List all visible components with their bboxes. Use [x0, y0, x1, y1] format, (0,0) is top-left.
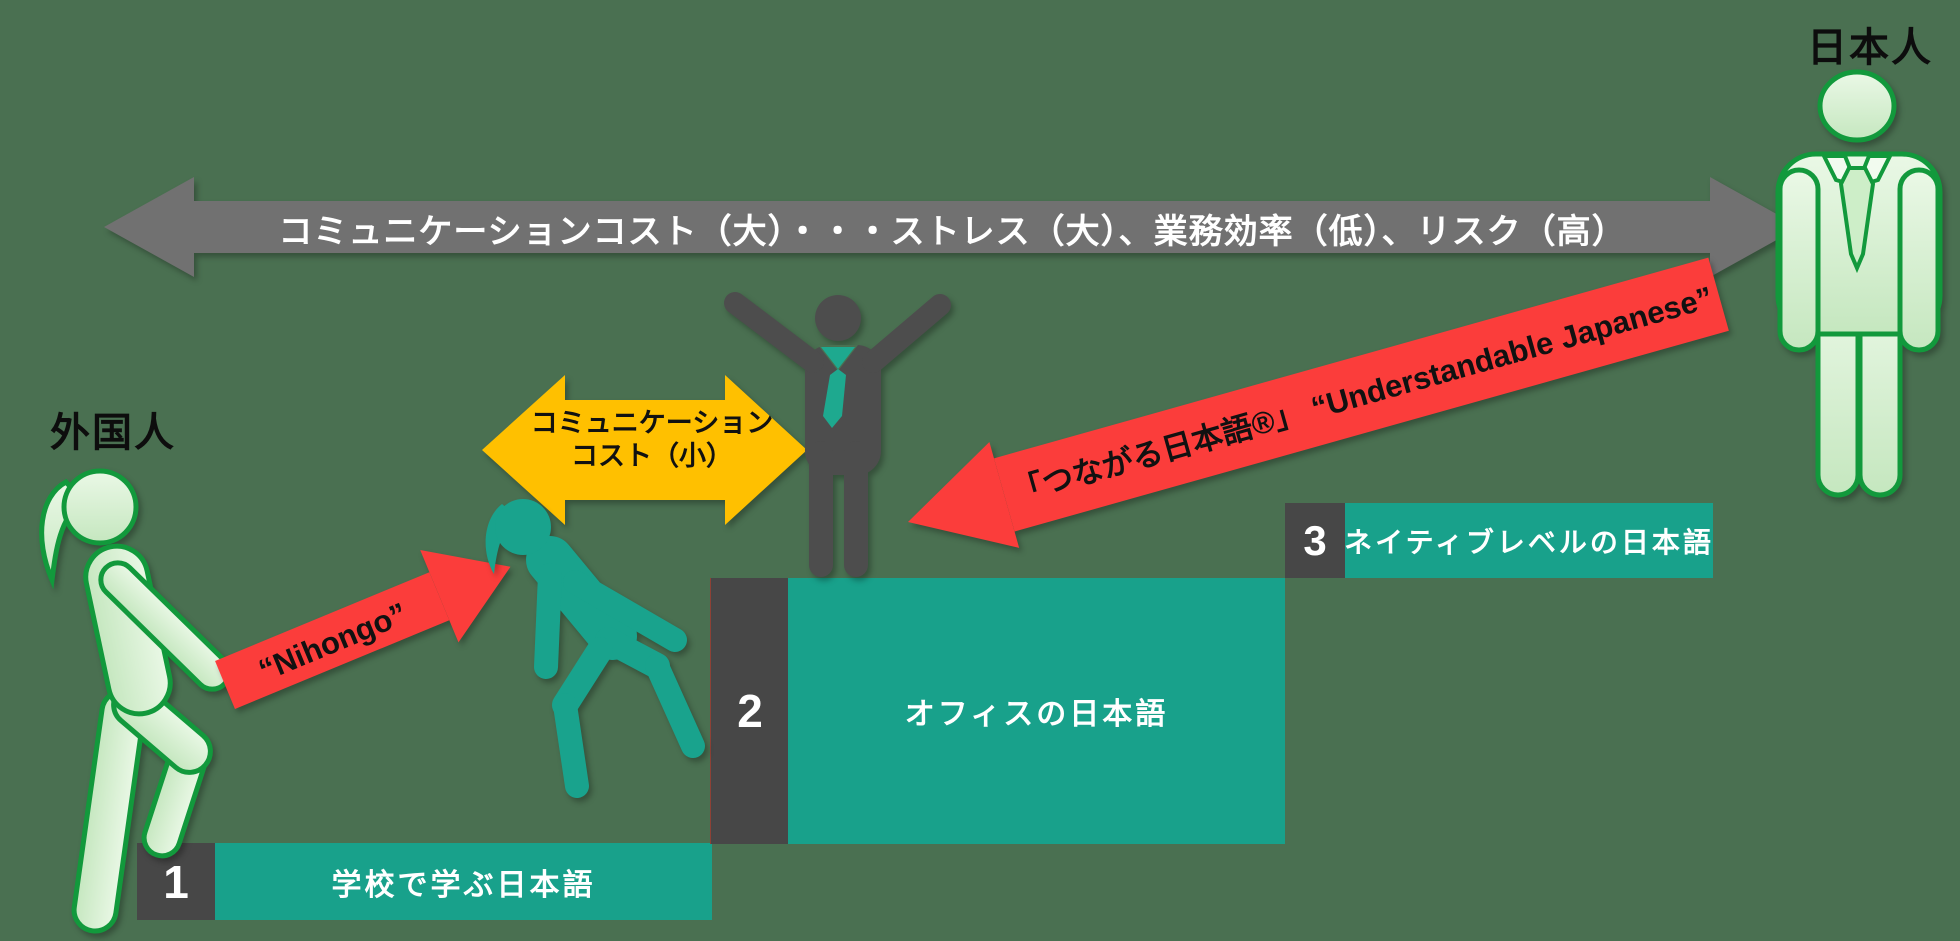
nihongo-arrow: “Nihongo”: [215, 550, 511, 710]
foreigner-figure-icon: [39, 468, 232, 934]
step-3-label: ネイティブレベルの日本語: [1344, 503, 1713, 578]
step-1-number: 1: [137, 843, 215, 920]
step-1-label: 学校で学ぶ日本語: [215, 843, 712, 920]
orange-double-arrow-shape: [482, 375, 807, 525]
communication-cost-small-text: コミュニケーション コスト（小）: [497, 407, 807, 473]
step-2-number: 2: [710, 578, 789, 844]
communication-cost-large-arrow: [104, 177, 1800, 277]
step-3-number: 3: [1285, 503, 1345, 578]
japanese-figure-tie: [1838, 166, 1876, 274]
communication-cost-small-line2: コスト（小）: [571, 441, 733, 471]
understandable-japanese-arrow: 「つながる日本語®」 “Understandable Japanese”: [908, 257, 1729, 548]
japanese-figure-icon: [1775, 69, 1943, 498]
learner-climbing-figure-icon: [485, 499, 705, 798]
foreigner-label: 外国人: [50, 411, 176, 455]
communication-cost-large-text: コミュニケーションコスト（大）・・・ストレス（大）、業務効率（低）、リスク（高）: [278, 213, 1627, 251]
communication-cost-small-line1: コミュニケーション: [530, 408, 774, 438]
step-2-label: オフィスの日本語: [788, 578, 1285, 844]
gray-double-arrow-shape: [104, 177, 1800, 277]
office-worker-tie: [821, 347, 855, 428]
office-worker-figure-icon: [724, 292, 951, 577]
communication-cost-small-arrow: [482, 375, 807, 525]
japanese-person-label: 日本人: [1807, 26, 1933, 70]
understandable-japanese-arrow-text: 「つながる日本語®」 “Understandable Japanese”: [1008, 280, 1716, 510]
